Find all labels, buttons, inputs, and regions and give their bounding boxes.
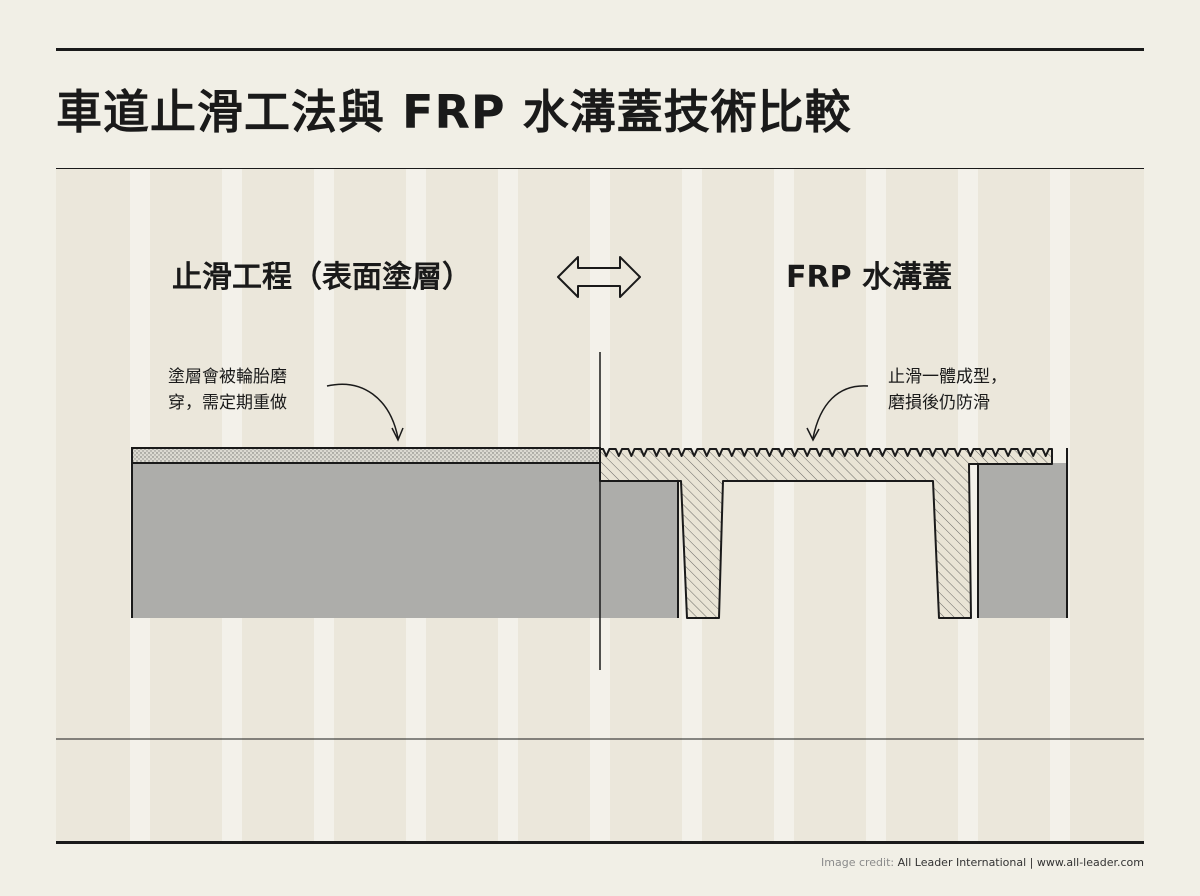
right-note: 止滑一體成型， 磨損後仍防滑 [888,364,1007,416]
left-note-line: 穿，需定期重做 [168,393,287,413]
left-concrete-slab [132,463,600,618]
title-rule [56,168,1144,169]
right-note-line: 止滑一體成型， [888,367,1007,387]
credit-label: Image credit: [821,856,895,869]
image-credit: Image credit: All Leader International |… [821,856,1144,869]
left-note: 塗層會被輪胎磨 穿，需定期重做 [168,364,287,416]
curved-arrow-icon [326,383,399,439]
curved-arrow-icon-head [806,427,820,442]
curved-arrow-icon [812,385,869,439]
left-note-line: 塗層會被輪胎磨 [168,367,287,387]
bottom-rule [56,841,1144,844]
page-title: 車道止滑工法與 FRP 水溝蓋技術比較 [56,85,852,139]
left-section-heading: 止滑工程（表面塗層） [172,260,472,295]
right-note-line: 磨損後仍防滑 [888,393,990,413]
surface-coating-layer [131,447,601,464]
top-rule [56,48,1144,51]
background-stripe [774,169,794,841]
right-section-heading: FRP 水溝蓋 [786,260,953,295]
curved-arrow-icon-head [391,427,404,442]
right-concrete-block-right [978,463,1067,618]
credit-text: All Leader International | www.all-leade… [897,856,1144,869]
frp-grate-profile [599,448,1053,619]
background-stripe [866,169,886,841]
double-arrow-icon [557,256,641,298]
right-concrete-block-left [600,481,678,618]
